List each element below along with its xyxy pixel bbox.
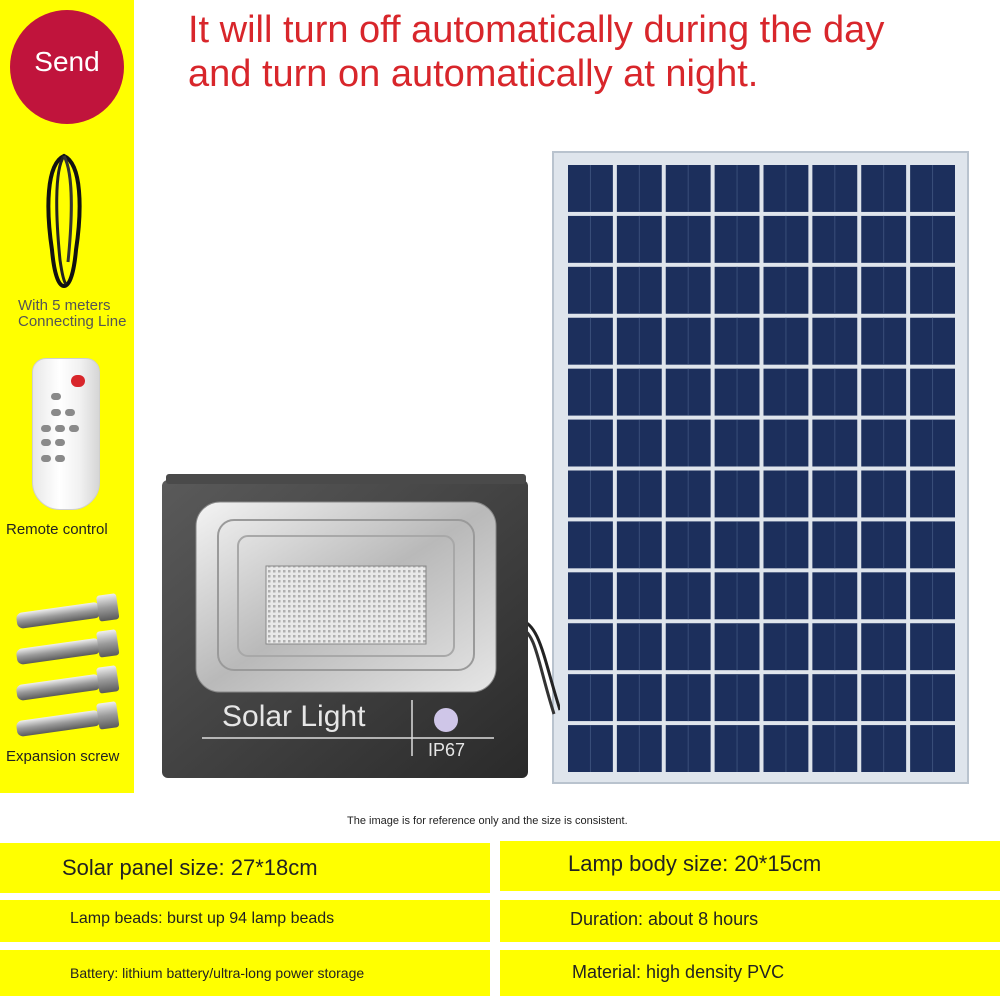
remote-caption: Remote control xyxy=(6,521,108,538)
reference-note: The image is for reference only and the … xyxy=(347,815,628,827)
spec-bar-lamp-beads: Lamp beads: burst up 94 lamp beads xyxy=(0,900,490,942)
spec-bar-duration: Duration: about 8 hours xyxy=(500,900,1000,942)
expansion-screw-icon xyxy=(16,593,120,737)
spec-material: Material: high density PVC xyxy=(572,962,785,982)
spec-bar-battery: Battery: lithium battery/ultra-long powe… xyxy=(0,950,490,996)
cable-caption: With 5 meters Connecting Line xyxy=(18,297,127,330)
spec-bar-lamp-body-size: Lamp body size: 20*15cm xyxy=(500,841,1000,891)
cable-icon xyxy=(46,153,82,289)
screw-caption: Expansion screw xyxy=(6,748,120,765)
spec-duration: Duration: about 8 hours xyxy=(570,909,759,929)
lamp-brand-text: Solar Light xyxy=(222,700,366,733)
spec-lamp-body-size: Lamp body size: 20*15cm xyxy=(568,851,822,876)
headline: It will turn off automatically during th… xyxy=(188,9,885,95)
spec-bar-material: Material: high density PVC xyxy=(500,950,1000,996)
lamp-ip-rating: IP67 xyxy=(428,740,465,760)
spec-solar-panel-size: Solar panel size: 27*18cm xyxy=(62,855,318,880)
send-badge[interactable]: Send xyxy=(10,10,124,124)
solar-panel-icon xyxy=(552,151,969,784)
flood-lamp-icon: Solar Light IP67 xyxy=(162,474,528,778)
spec-bar-solar-panel-size: Solar panel size: 27*18cm xyxy=(0,843,490,893)
remote-control-icon xyxy=(32,358,100,510)
accessory-sidebar: Send With 5 meters Connecting Line Remot… xyxy=(0,0,134,793)
spec-lamp-beads: Lamp beads: burst up 94 lamp beads xyxy=(70,910,335,927)
spec-battery: Battery: lithium battery/ultra-long powe… xyxy=(70,965,365,981)
